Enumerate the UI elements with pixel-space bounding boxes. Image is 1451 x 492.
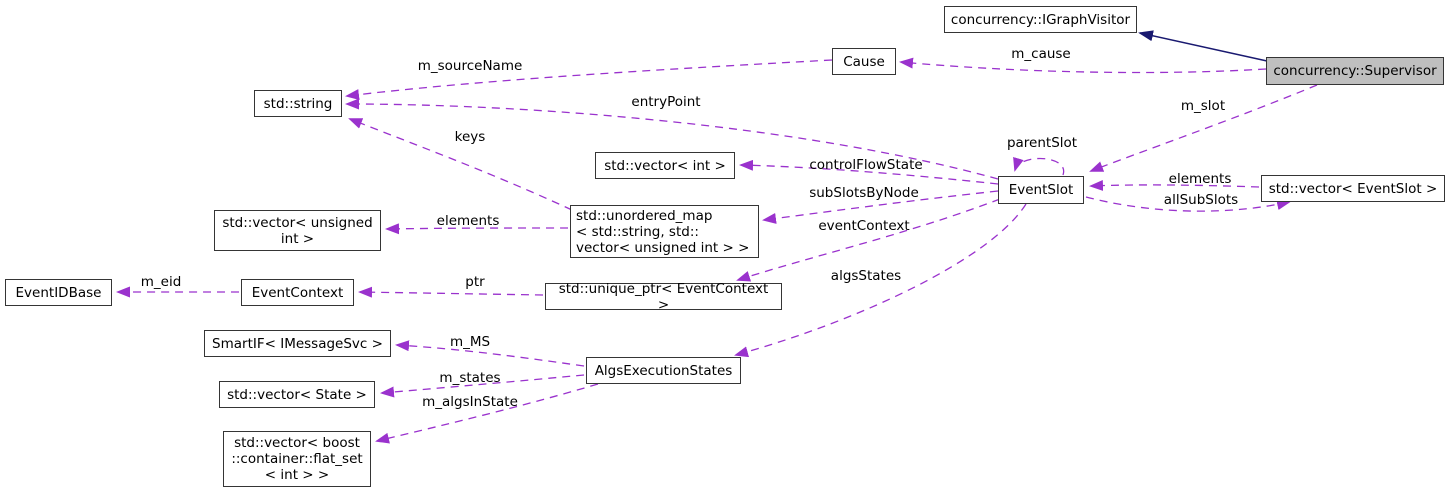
edge-m-cause <box>899 57 1267 74</box>
edge-label-subslotsbynode: subSlotsByNode <box>809 185 919 201</box>
node-vector-boost[interactable]: std::vector< boost ::container::flat_set… <box>223 431 371 487</box>
edge-label-elements-left: elements <box>436 213 500 229</box>
edge-eventcontext <box>736 198 1001 282</box>
edge-label-m-cause: m_cause <box>1011 46 1071 62</box>
edge-algsstates <box>734 203 1027 358</box>
edge-elements-unsigned <box>385 223 569 235</box>
edge-label-m-sourcename: m_sourceName <box>417 58 523 74</box>
edge-m-sourcename <box>345 59 833 101</box>
edge-allsubslots <box>1085 196 1291 212</box>
edge-controlflowstate <box>739 159 999 185</box>
edge-label-keys: keys <box>454 129 486 145</box>
node-unordered-map[interactable]: std::unordered_map < std::string, std:: … <box>570 205 759 258</box>
edge-m-algsinstate <box>375 383 599 444</box>
node-unique-ptr[interactable]: std::unique_ptr< EventContext > <box>545 281 782 313</box>
node-eventslot[interactable]: EventSlot <box>998 176 1084 204</box>
edge-label-parentslot: parentSlot <box>1006 135 1078 151</box>
edge-m-states <box>380 374 585 398</box>
edge-label-entrypoint: entryPoint <box>631 94 701 110</box>
node-vector-state[interactable]: std::vector< State > <box>219 381 375 408</box>
edge-m-slot <box>1089 84 1318 172</box>
edge-keys <box>348 118 573 211</box>
node-smartif[interactable]: SmartIF< IMessageSvc > <box>204 330 391 357</box>
edge-label-allsubslots: allSubSlots <box>1163 192 1239 208</box>
edge-label-m-eid: m_eid <box>140 274 182 290</box>
edge-elements-eventslot <box>1089 180 1260 192</box>
edge-entrypoint <box>345 98 999 180</box>
edge-label-eventcontext: eventContext <box>818 218 910 234</box>
edge-label-ptr: ptr <box>465 274 485 290</box>
edge-label-m-slot: m_slot <box>1180 98 1226 114</box>
edge-label-m-states: m_states <box>439 370 501 386</box>
node-eventidbase[interactable]: EventIDBase <box>5 279 112 306</box>
edge-label-m-ms: m_MS <box>449 334 491 350</box>
node-vector-unsigned[interactable]: std::vector< unsigned int > <box>214 210 381 251</box>
edge-subslotsbynode <box>762 190 999 224</box>
edge-ptr <box>358 286 544 298</box>
node-std-string[interactable]: std::string <box>254 90 342 117</box>
node-eventcontext[interactable]: EventContext <box>241 279 354 306</box>
edge-label-controlflowstate: controlFlowState <box>809 157 923 173</box>
node-algsexecstates[interactable]: AlgsExecutionStates <box>586 357 741 384</box>
edge-label-algsstates: algsStates <box>830 268 902 284</box>
edge-m-ms <box>395 340 585 367</box>
edge-label-elements-right: elements <box>1168 171 1232 187</box>
edge-inheritance-supervisor-to-igraphvisitor <box>1138 30 1268 62</box>
node-supervisor[interactable]: concurrency::Supervisor <box>1266 57 1444 85</box>
node-igraphvisitor[interactable]: concurrency::IGraphVisitor <box>944 6 1137 33</box>
node-vector-int[interactable]: std::vector< int > <box>595 152 735 179</box>
node-cause[interactable]: Cause <box>832 48 896 75</box>
edge-label-m-algsinstate: m_algsInState <box>422 394 518 410</box>
edge-parentslot-loop <box>1013 156 1065 176</box>
node-vector-eventslot[interactable]: std::vector< EventSlot > <box>1261 175 1445 202</box>
